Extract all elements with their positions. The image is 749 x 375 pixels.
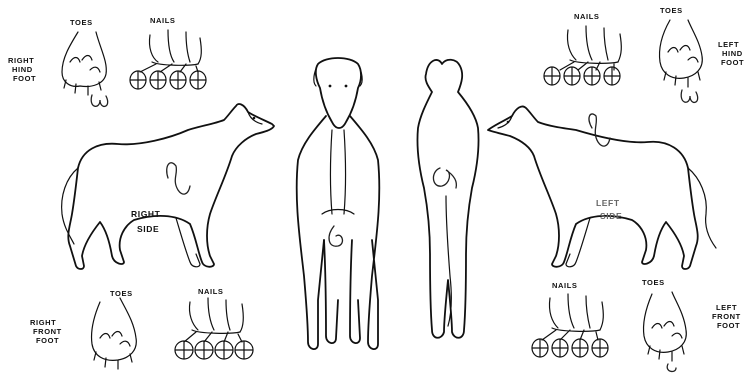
right-front-foot-label-3: FOOT	[36, 336, 59, 345]
right-front-toes-sketch	[91, 298, 136, 369]
left-hind-foot-label-1: LEFT	[718, 40, 739, 49]
right-side-label-1: RIGHT	[131, 209, 161, 219]
left-hind-nails-sketch	[544, 26, 621, 85]
right-hind-foot-label-1: RIGHT	[8, 56, 34, 65]
left-front-foot-label-2: FRONT	[712, 312, 741, 321]
left-front-toes-label: TOES	[642, 278, 665, 287]
right-hind-foot-label-2: HIND	[12, 65, 33, 74]
right-front-foot-label-2: FRONT	[33, 327, 62, 336]
left-front-toes-sketch	[643, 292, 686, 371]
left-hind-nails-label: NAILS	[574, 12, 600, 21]
right-side-dog: RIGHT SIDE	[62, 104, 274, 269]
right-front-toes-label: TOES	[110, 289, 133, 298]
right-hind-nails-label: NAILS	[150, 16, 176, 25]
rear-view-dog	[417, 60, 478, 338]
right-side-label-2: SIDE	[137, 224, 159, 234]
front-view-dog	[297, 58, 380, 349]
left-hind-foot-group: NAILS TOES LEFT HIND FOOT	[544, 6, 744, 102]
right-front-foot-label-1: RIGHT	[30, 318, 56, 327]
left-front-foot-group: NAILS TOES LEFT FRONT FOOT	[532, 278, 741, 371]
left-hind-toes-sketch	[659, 20, 702, 102]
right-hind-foot-label-3: FOOT	[13, 74, 36, 83]
right-hind-foot-group: TOES NAILS RIGHT HIND FOOT	[8, 16, 206, 106]
left-hind-foot-label-2: HIND	[722, 49, 743, 58]
left-side-dog: LEFT SIDE	[488, 106, 716, 269]
left-front-foot-label-1: LEFT	[716, 303, 737, 312]
left-hind-foot-label-3: FOOT	[721, 58, 744, 67]
right-hind-toes-label: TOES	[70, 18, 93, 27]
right-front-foot-group: TOES NAILS RIGHT FRONT FOOT	[30, 287, 253, 369]
right-hind-nails-sketch	[130, 30, 206, 89]
left-side-label-1: LEFT	[596, 198, 620, 208]
left-hind-toes-label: TOES	[660, 6, 683, 15]
right-hind-toes-sketch	[62, 32, 108, 106]
left-front-nails-label: NAILS	[552, 281, 578, 290]
right-front-nails-label: NAILS	[198, 287, 224, 296]
left-front-nails-sketch	[532, 294, 608, 357]
left-front-foot-label-3: FOOT	[717, 321, 740, 330]
right-front-nails-sketch	[175, 298, 253, 359]
left-side-label-2: SIDE	[600, 211, 622, 221]
